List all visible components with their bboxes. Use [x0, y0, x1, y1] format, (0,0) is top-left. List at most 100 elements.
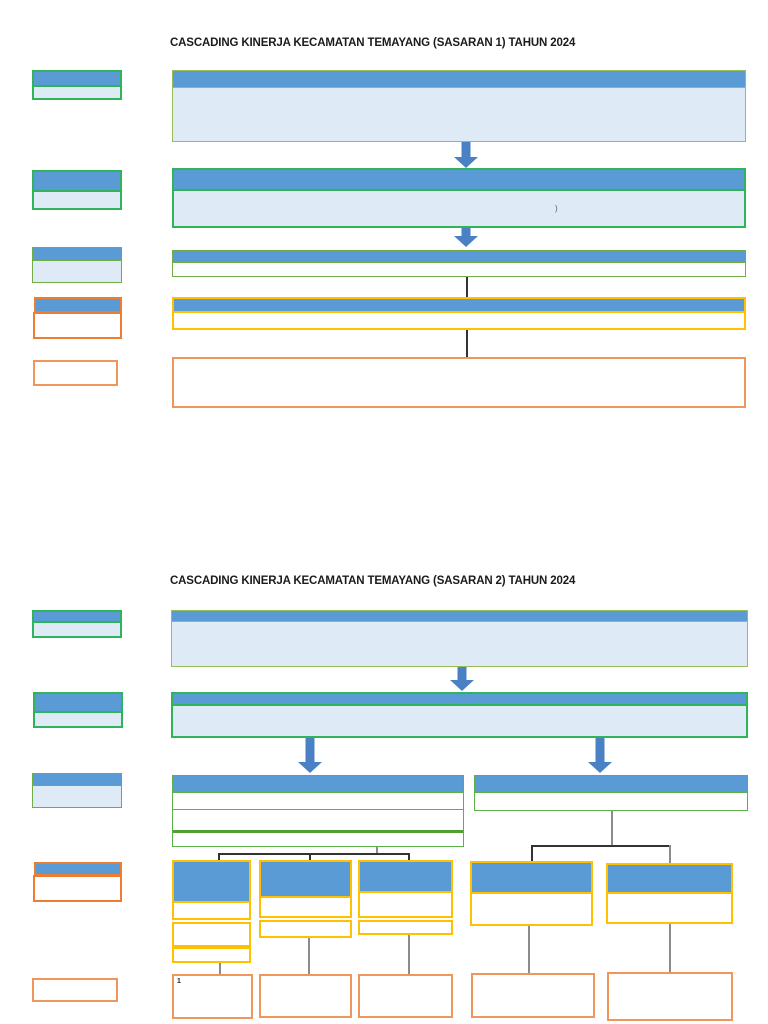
- diagram2-title: CASCADING KINERJA KECAMATAN TEMAYANG (SA…: [170, 575, 576, 587]
- d2-activity-box1-header: [174, 862, 249, 903]
- d2-activity-box3: [358, 860, 453, 918]
- down-arrow-icon: [454, 142, 478, 168]
- d2-main-box2-header: [173, 694, 746, 706]
- arrow-head: [454, 157, 478, 168]
- down-arrow-icon: [298, 738, 322, 773]
- connector-line: [376, 847, 378, 854]
- d2-legend-level2-header: [35, 694, 121, 713]
- d2-program-box-right: [474, 775, 748, 811]
- arrow-shaft: [595, 738, 605, 763]
- d2-legend-level1-body: [34, 623, 120, 636]
- d2-legend-level4-body: [33, 875, 122, 902]
- d2-output-box5: [607, 972, 733, 1021]
- d1-legend-level5: [33, 360, 118, 386]
- d2-activity-box4-header: [472, 863, 591, 894]
- connector-line: [528, 926, 530, 973]
- connector-line: [669, 845, 671, 863]
- d2-program-box-left-row3: [173, 833, 463, 846]
- d2-activity-box3-header: [360, 862, 451, 893]
- d2-legend-level1: [32, 610, 122, 638]
- d1-main-box3-header: [173, 251, 745, 263]
- down-arrow-icon: [588, 738, 612, 773]
- d2-program-box-right-header: [475, 776, 747, 793]
- d2-legend-level2: [33, 692, 123, 728]
- connector-line: [466, 330, 468, 357]
- d1-legend-level3-body: [33, 261, 121, 282]
- d1-main-box4: [172, 297, 746, 330]
- d1-main-box5: [172, 357, 746, 408]
- d2-legend-level5: [32, 978, 118, 1002]
- down-arrow-icon: [450, 667, 474, 691]
- d2-legend-level4-header: [34, 862, 122, 876]
- arrow-shaft: [305, 738, 315, 763]
- d2-activity-box5-body: [608, 894, 731, 922]
- d2-main-box2: [171, 692, 748, 738]
- connector-line: [669, 924, 671, 972]
- connector-line: [219, 963, 221, 974]
- d2-program-box-right-body: [475, 793, 747, 810]
- connector-line: [611, 811, 613, 845]
- arrow-shaft: [457, 667, 467, 681]
- d1-main-box2-body: [174, 191, 744, 226]
- connector-line: [408, 935, 410, 974]
- arrow-shaft: [461, 228, 471, 237]
- d1-legend-level2: [32, 170, 122, 210]
- connector-line: [531, 845, 670, 847]
- d1-legend-level2-body: [34, 192, 120, 208]
- connector-line: [309, 853, 311, 861]
- d2-activity-box3-sub1: [358, 920, 453, 935]
- d2-activity-box2-header: [261, 862, 350, 898]
- d2-output-box3: [358, 974, 453, 1018]
- d2-activity-box5: [606, 863, 733, 924]
- diagram1-title: CASCADING KINERJA KECAMATAN TEMAYANG (SA…: [170, 37, 576, 49]
- connector-line: [308, 938, 310, 974]
- d2-main-box1-body: [172, 622, 747, 666]
- d2-activity-box1-body: [174, 903, 249, 918]
- d1-main-box1: [172, 70, 746, 142]
- d2-legend-level2-body: [35, 713, 121, 726]
- connector-line: [466, 277, 468, 297]
- d2-legend-level3: [32, 773, 122, 808]
- arrow-head: [298, 762, 322, 773]
- d2-activity-box1-sub2: [172, 947, 251, 963]
- d1-main-box4-header: [174, 299, 744, 313]
- d2-legend-level3-body: [33, 786, 121, 807]
- d2-main-box1-header: [172, 611, 747, 622]
- d2-activity-box1: [172, 860, 251, 920]
- d1-main-box2: [172, 168, 746, 228]
- connector-line: [218, 853, 220, 861]
- arrow-head: [450, 680, 474, 691]
- footnote-glyph: 1: [177, 978, 181, 985]
- arrow-head: [588, 762, 612, 773]
- d1-legend-level1: [32, 70, 122, 100]
- d2-activity-box4-body: [472, 894, 591, 924]
- d2-program-box-left-row2: [173, 810, 463, 830]
- d2-program-box-left-divider: [173, 830, 463, 833]
- d1-main-box2-header: [174, 170, 744, 191]
- down-arrow-icon: [454, 228, 478, 247]
- connector-line: [218, 853, 409, 855]
- d2-activity-box5-header: [608, 865, 731, 894]
- d2-activity-box3-body: [360, 893, 451, 916]
- d2-main-box1: [171, 610, 748, 667]
- d2-output-box2: [259, 974, 352, 1018]
- d2-activity-box1-sub1: [172, 922, 251, 947]
- d1-legend-level4-body: [33, 312, 122, 339]
- arrow-shaft: [461, 142, 471, 158]
- d1-legend-level3: [32, 247, 122, 283]
- d2-program-box-left: [172, 775, 464, 847]
- connector-line: [531, 845, 533, 861]
- d2-activity-box4: [470, 861, 593, 926]
- d1-legend-level1-header: [34, 72, 120, 87]
- d1-main-box3: [172, 250, 746, 277]
- d1-legend-level1-body: [34, 87, 120, 98]
- d2-legend-level3-header: [33, 774, 121, 786]
- d2-activity-box2-body: [261, 898, 350, 916]
- d1-main-box1-header: [173, 71, 745, 88]
- stray-parenthesis-glyph: ): [555, 204, 558, 213]
- d2-output-box1: 1: [172, 974, 253, 1019]
- d1-legend-level2-header: [34, 172, 120, 192]
- d1-main-box1-body: [173, 88, 745, 141]
- d1-main-box4-body: [174, 313, 744, 328]
